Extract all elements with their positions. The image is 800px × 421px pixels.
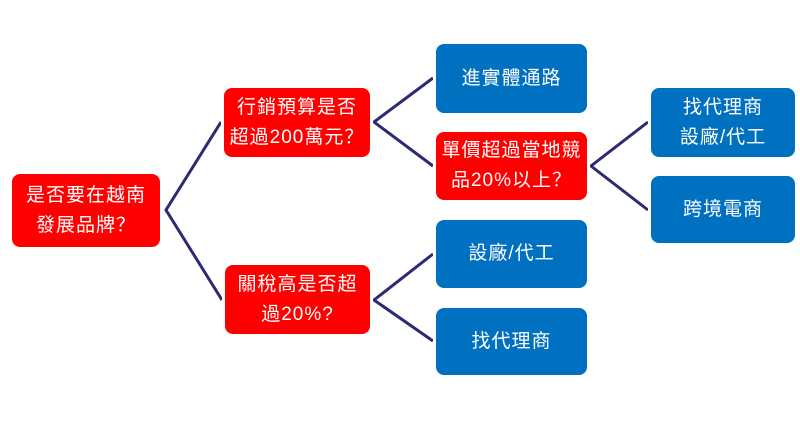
- branch-budget: [371, 76, 434, 168]
- node-label-line: 進實體通路: [461, 67, 562, 89]
- branch-price: [588, 120, 649, 212]
- node-label-line: 設廠/代工: [468, 243, 555, 264]
- node-label-line: 設廠/代工: [679, 126, 767, 148]
- node-label-line: 關稅高是否超: [237, 273, 358, 295]
- node-factory-oem: 設廠/代工: [433, 217, 590, 291]
- node-label-line: 過20%?: [261, 303, 334, 325]
- node-label-line: 行銷預算是否: [236, 96, 357, 118]
- node-label-line: 是否要在越南: [25, 184, 146, 206]
- node-label-line: 品20%以上？: [450, 170, 573, 191]
- node-label-line: 找代理商: [682, 96, 763, 118]
- node-price-question: 單價超過當地競 品20%以上？: [433, 129, 590, 203]
- node-root-question: 是否要在越南 發展品牌？: [9, 171, 163, 250]
- node-label-line: 跨境電商: [682, 198, 763, 220]
- branch-root: [164, 121, 224, 301]
- node-tariff-question: 關稅高是否超 過20%?: [222, 262, 373, 337]
- node-label-line: 超過200萬元？: [229, 126, 365, 148]
- branch-tariff: [371, 252, 434, 343]
- node-find-agent: 找代理商: [433, 305, 590, 378]
- node-physical-channel: 進實體通路: [433, 41, 590, 116]
- node-label-line: 單價超過當地競: [441, 140, 582, 161]
- node-label-line: 找代理商: [471, 330, 552, 352]
- node-cross-border-ecommerce: 跨境電商: [648, 173, 798, 246]
- node-agent-or-factory: 找代理商 設廠/代工: [648, 85, 798, 160]
- node-label-line: 發展品牌？: [35, 214, 136, 236]
- node-budget-question: 行銷預算是否 超過200萬元？: [221, 85, 373, 160]
